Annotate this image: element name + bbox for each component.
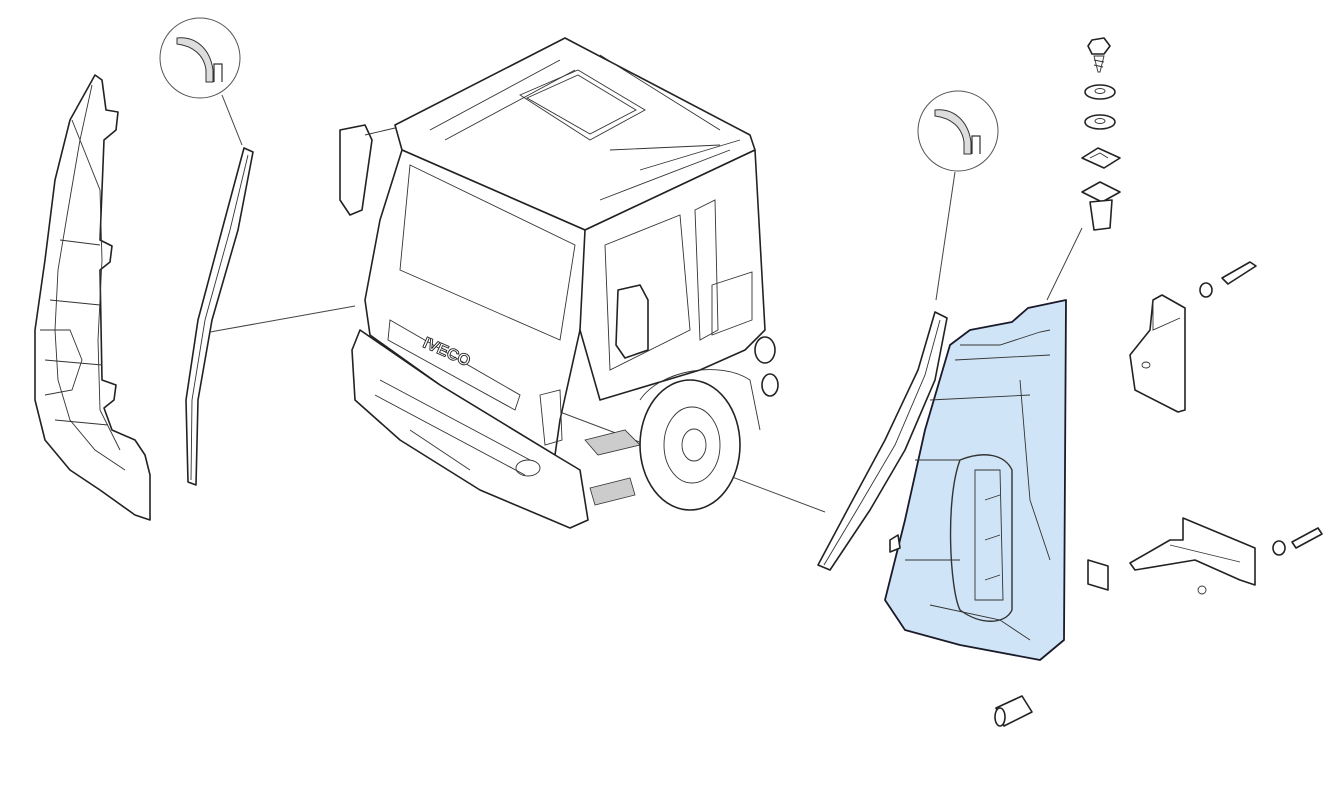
left-profile-detail [159,17,243,146]
right-corner-panel[interactable] [884,227,1083,661]
left-seal-strip[interactable] [185,147,254,486]
plug-fitting[interactable] [994,695,1033,727]
lower-mounting-bracket[interactable] [1087,517,1323,595]
left-corner-panel[interactable] [34,74,151,521]
truck-cab-illustration: IVECO [339,37,779,529]
fastener-stack[interactable] [1081,37,1121,231]
upper-mounting-bracket[interactable] [1129,261,1257,413]
right-profile-detail [917,90,999,301]
leader-line-left [209,305,356,333]
right-seal-strip[interactable] [817,311,948,571]
